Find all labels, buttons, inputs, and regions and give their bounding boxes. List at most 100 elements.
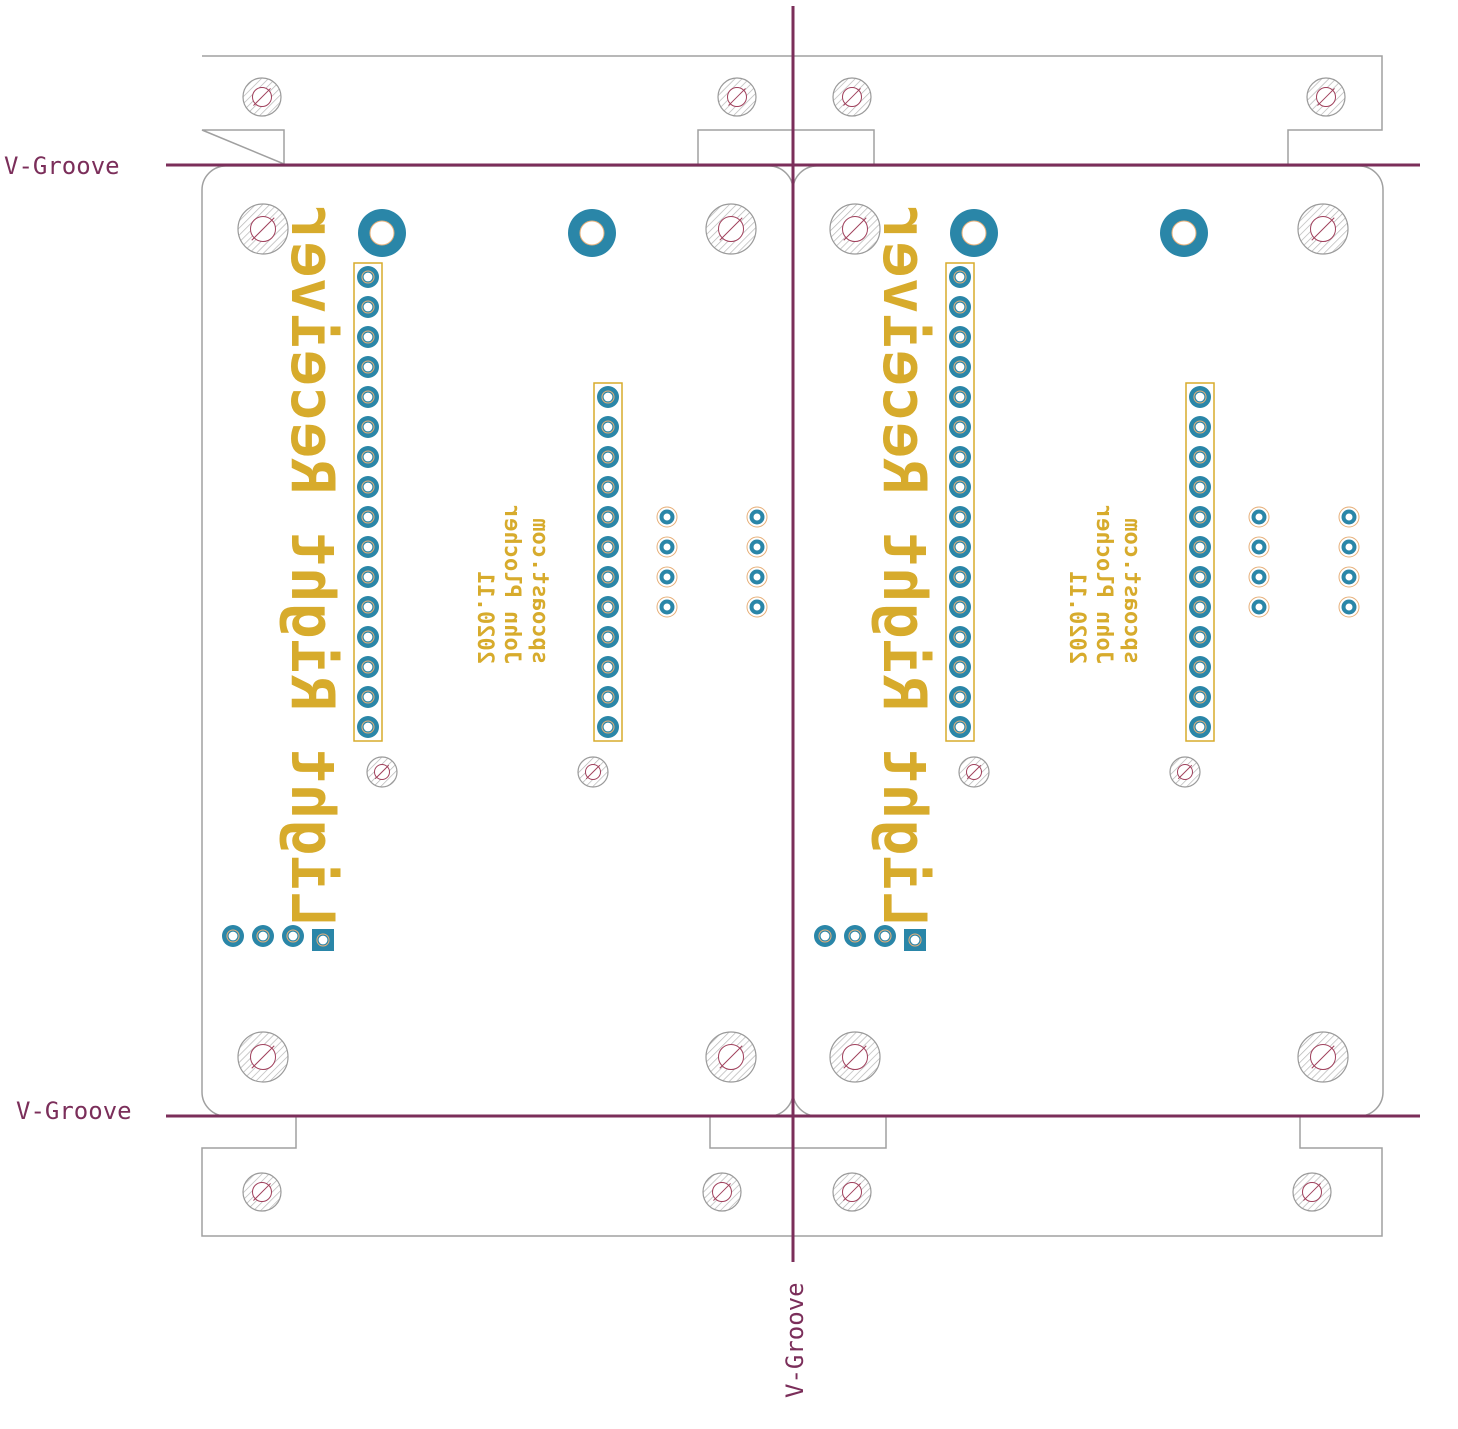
- hole-cross: [843, 1045, 867, 1069]
- pad-drill: [1255, 513, 1263, 521]
- pin-header-left-pad: [949, 476, 971, 498]
- pad-ring: [1193, 420, 1207, 434]
- pad-drill: [1345, 573, 1353, 581]
- board-mounting-hole: [1297, 203, 1349, 255]
- pad-drill: [258, 931, 268, 941]
- pin-header-left-pad: [357, 506, 379, 528]
- hole-cross: [1317, 88, 1335, 106]
- pad-ring: [953, 360, 967, 374]
- board-title-silkscreen: Light Right Receiver: [869, 206, 939, 928]
- pad-ring: [953, 450, 967, 464]
- pad-ring: [1193, 450, 1207, 464]
- pin-header-left-outline: [945, 262, 975, 742]
- pin-header-left-pad: [949, 626, 971, 648]
- pad-drill: [363, 572, 373, 582]
- pin-header-left-pad: [949, 506, 971, 528]
- pad-drill: [1195, 512, 1205, 522]
- pin-header-right-pad: [1189, 416, 1211, 438]
- pad-drill: [363, 422, 373, 432]
- pin-header-left-pad: [357, 386, 379, 408]
- board-credit-line: John Plocher: [1091, 505, 1116, 664]
- pin-header-right-pad: [1189, 656, 1211, 678]
- pad-outline: [1248, 566, 1270, 588]
- top-rail-outline: [201, 55, 1383, 166]
- pad-drill: [363, 392, 373, 402]
- pin-header-left-pad: [949, 536, 971, 558]
- pad-drill: [1195, 632, 1205, 642]
- small-pad: [1338, 596, 1360, 618]
- pad-outline: [656, 536, 678, 558]
- pad-ring: [601, 540, 615, 554]
- pad-ring: [361, 690, 375, 704]
- pad-ring: [1193, 690, 1207, 704]
- pad-outline: [656, 506, 678, 528]
- large-pad: [950, 209, 998, 257]
- pad-drill: [955, 542, 965, 552]
- pad-drill: [910, 935, 920, 945]
- pad-ring: [601, 570, 615, 584]
- small-pad: [656, 536, 678, 558]
- pad-drill: [955, 632, 965, 642]
- pad-drill: [955, 332, 965, 342]
- pin-header-right-pad: [597, 626, 619, 648]
- pad-ring: [601, 630, 615, 644]
- pin-header-left-pad: [949, 326, 971, 348]
- pad-ring: [818, 929, 832, 943]
- pad-drill: [603, 572, 613, 582]
- pad-ring: [1193, 570, 1207, 584]
- pad-drill: [955, 452, 965, 462]
- pad-drill: [363, 542, 373, 552]
- hole-cross: [1177, 764, 1193, 780]
- pin-header-right-pad: [1189, 596, 1211, 618]
- pin-header-left-outline: [353, 262, 383, 742]
- pad-ring: [601, 390, 615, 404]
- hole-cross: [843, 1183, 861, 1201]
- hole-cross: [843, 217, 867, 241]
- small-pad: [746, 596, 768, 618]
- hole-cross: [966, 764, 982, 780]
- rail-tooling-hole: [702, 1172, 742, 1212]
- pin-header-left-pad: [357, 296, 379, 318]
- pad-ring: [953, 570, 967, 584]
- pin-header-left-pad: [949, 296, 971, 318]
- header-mounting-hole: [577, 756, 609, 788]
- pin-header-right-pad: [1189, 476, 1211, 498]
- pad-drill: [850, 931, 860, 941]
- pin-header-right-pad: [597, 446, 619, 468]
- connector-pad: [874, 925, 896, 947]
- pad-drill: [363, 362, 373, 372]
- pad-ring: [361, 600, 375, 614]
- rail-tooling-hole: [832, 77, 872, 117]
- pin-header-left-pad: [357, 686, 379, 708]
- hole-cross: [719, 1045, 743, 1069]
- large-pad: [568, 209, 616, 257]
- pad-drill: [369, 220, 395, 246]
- small-pad: [1248, 536, 1270, 558]
- large-pad: [358, 209, 406, 257]
- pad-drill: [1195, 422, 1205, 432]
- pad-ring: [601, 660, 615, 674]
- connector-pad: [282, 925, 304, 947]
- board-credit-line: John Plocher: [499, 505, 524, 664]
- pin-header-left-pad: [357, 536, 379, 558]
- pin-header-left-pad: [949, 596, 971, 618]
- pin-header-left-pad: [357, 626, 379, 648]
- small-pad: [746, 566, 768, 588]
- pad-drill: [955, 482, 965, 492]
- pin-header-left-pad: [357, 356, 379, 378]
- pad-ring: [361, 390, 375, 404]
- small-pad: [1338, 506, 1360, 528]
- pad-drill: [955, 272, 965, 282]
- pin-header-left-pad: [357, 596, 379, 618]
- pad-ring: [1193, 390, 1207, 404]
- pad-outline: [656, 566, 678, 588]
- pad-ring: [361, 300, 375, 314]
- pin-header-left-pad: [949, 686, 971, 708]
- pad-drill: [1171, 220, 1197, 246]
- pad-drill: [603, 482, 613, 492]
- pad-ring: [361, 330, 375, 344]
- pad-drill: [1345, 513, 1353, 521]
- pin-header-right-outline: [593, 382, 623, 742]
- pad-ring: [953, 540, 967, 554]
